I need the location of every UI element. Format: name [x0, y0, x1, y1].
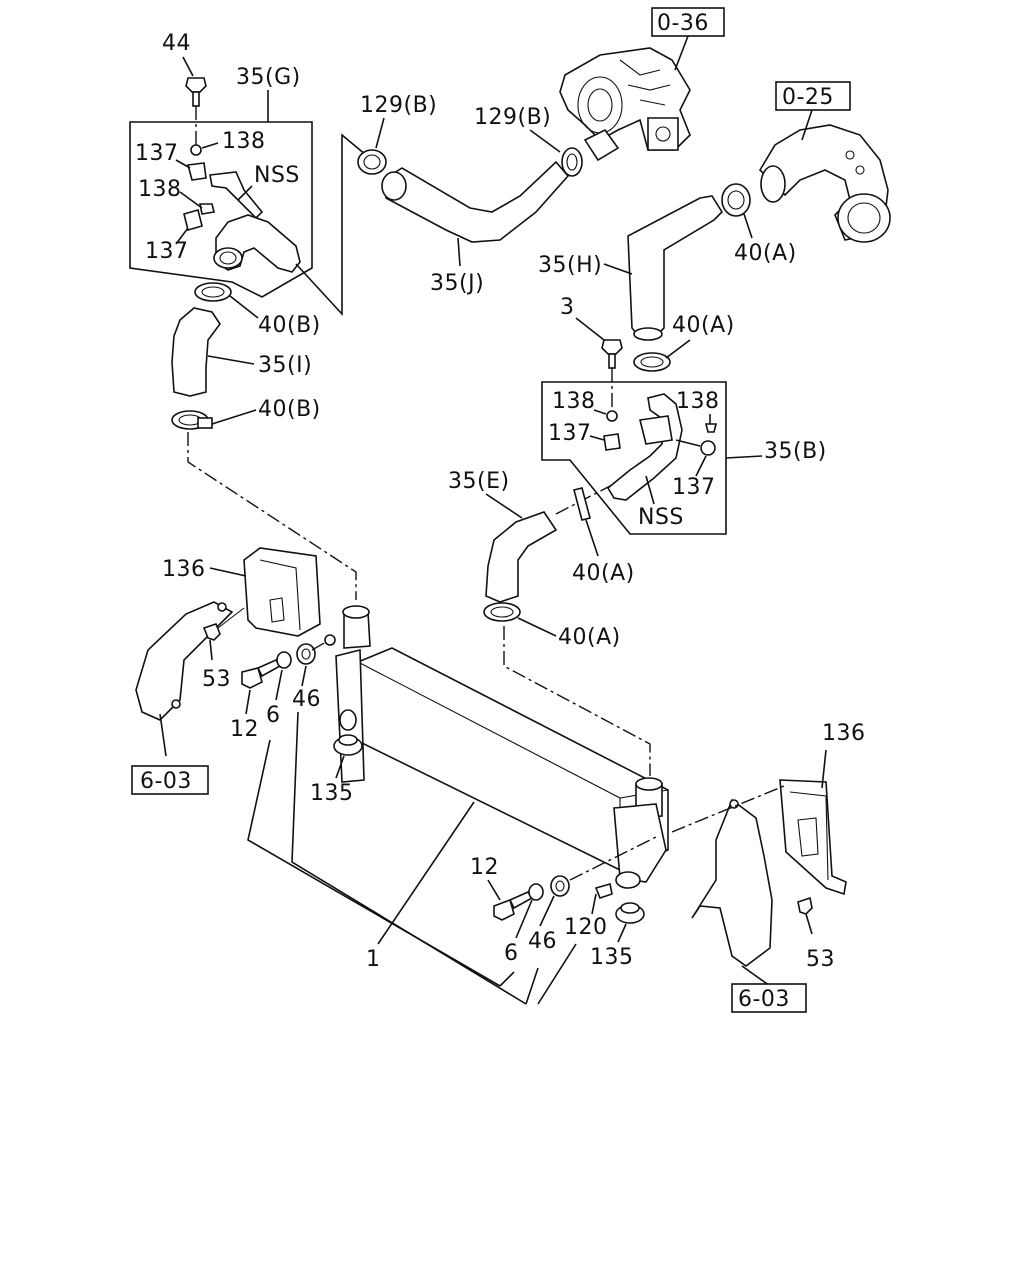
- label-nut-137-a: 137: [135, 141, 179, 166]
- shield-right-drawing: [691, 798, 773, 967]
- ref-turbo: 0-36: [657, 11, 709, 36]
- ref-bracket-right: 6-03: [738, 987, 790, 1012]
- nut-137-b-drawing: [183, 209, 203, 231]
- label-bracket-136-a: 136: [162, 557, 206, 582]
- bolt-12-b-drawing: [493, 890, 534, 921]
- clamp-40a-a-drawing: [721, 183, 751, 217]
- plug-120-drawing: [594, 882, 613, 899]
- clamp-129b-a-drawing: [357, 149, 387, 175]
- box-35b: [541, 381, 727, 535]
- hose-35e-drawing: [485, 511, 558, 603]
- ref-box-bracket-left: [131, 765, 209, 795]
- gasket-138-d-drawing: [704, 423, 718, 433]
- label-washer-6-b: 6: [504, 941, 519, 966]
- label-clamp-40a-c: 40(A): [572, 561, 635, 586]
- label-bolt-44: 44: [162, 31, 191, 56]
- exhaust-elbow-drawing: [758, 124, 891, 243]
- label-gasket-138-c: 138: [552, 389, 596, 414]
- bolt-3-drawing: [601, 339, 623, 369]
- clip-53-b-drawing: [797, 896, 813, 915]
- label-gasket-138-a: 138: [222, 129, 266, 154]
- ref-bracket-left: 6-03: [140, 769, 192, 794]
- hose-35b-elbow-drawing: [606, 393, 683, 501]
- label-gasket-138-b: 138: [138, 177, 182, 202]
- clamp-40a-d-drawing: [483, 602, 521, 622]
- clamp-40a-c-drawing: [573, 487, 591, 521]
- hose-35i-drawing: [171, 307, 221, 397]
- label-clamp-40a-d: 40(A): [558, 625, 621, 650]
- bracket-136-b-drawing: [779, 779, 847, 896]
- ref-box-exhaust: [775, 81, 851, 111]
- ref-box-turbo: [651, 7, 725, 37]
- label-clamp-40b-a: 40(B): [258, 313, 321, 338]
- hose-35j-drawing: [385, 160, 570, 243]
- clamp-40b-a-drawing: [194, 282, 232, 302]
- label-nut-137-d: 137: [672, 475, 716, 500]
- nut-137-a-drawing: [186, 162, 207, 181]
- label-gasket-138-d: 138: [676, 389, 720, 414]
- label-intercooler-1: 1: [366, 947, 381, 972]
- nut-137-c-drawing: [603, 433, 621, 451]
- label-clamp-40a-b: 40(A): [672, 313, 735, 338]
- clamp-40a-b-drawing: [633, 352, 671, 372]
- label-clamp-129b-b: 129(B): [474, 105, 551, 130]
- bolt-12-a-drawing: [241, 658, 282, 689]
- label-clip-53-b: 53: [806, 947, 835, 972]
- label-clamp-40a-a: 40(A): [734, 241, 797, 266]
- bracket-136-a-drawing: [243, 547, 321, 637]
- bolt-44-drawing: [185, 77, 207, 107]
- label-bolt-3: 3: [560, 295, 575, 320]
- gasket-138-b-drawing: [199, 203, 215, 215]
- label-nss-a: NSS: [254, 163, 300, 188]
- ref-exhaust: 0-25: [782, 85, 834, 110]
- bushing-46-a-drawing: [296, 643, 316, 665]
- label-hose-35e: 35(E): [448, 469, 510, 494]
- washer-6-b-drawing: [528, 883, 544, 901]
- label-bushing-46-b: 46: [528, 929, 557, 954]
- label-clamp-129b-a: 129(B): [360, 93, 437, 118]
- shield-left-drawing: [135, 601, 234, 721]
- bushing-46-b-drawing: [550, 875, 570, 897]
- label-nut-137-c: 137: [548, 421, 592, 446]
- turbocharger-drawing: [559, 47, 691, 162]
- ref-box-bracket-right: [731, 983, 807, 1013]
- label-bolt-12-b: 12: [470, 855, 499, 880]
- label-clip-53-a: 53: [202, 667, 231, 692]
- label-plug-120: 120: [564, 915, 608, 940]
- label-hose-35h: 35(H): [538, 253, 602, 278]
- label-clamp-40b-b: 40(B): [258, 397, 321, 422]
- label-nut-137-b: 137: [145, 239, 189, 264]
- label-mount-135-a: 135: [310, 781, 354, 806]
- clip-53-a-drawing: [202, 623, 221, 641]
- label-bushing-46-a: 46: [292, 687, 321, 712]
- nut-137-d-drawing: [700, 440, 716, 456]
- box-35g: [129, 121, 313, 298]
- label-nss-b: NSS: [638, 505, 684, 530]
- label-hose-35i: 35(I): [258, 353, 312, 378]
- label-bracket-136-b: 136: [822, 721, 866, 746]
- label-washer-6-a: 6: [266, 703, 281, 728]
- label-mount-135-b: 135: [590, 945, 634, 970]
- gasket-138-a-drawing: [190, 144, 202, 156]
- label-hose-35g: 35(G): [236, 65, 301, 90]
- label-hose-35j: 35(J): [430, 271, 484, 296]
- label-bolt-12-a: 12: [230, 717, 259, 742]
- label-hose-35b: 35(B): [764, 439, 827, 464]
- clamp-129b-b-drawing: [561, 147, 583, 177]
- gasket-138-c-drawing: [606, 410, 618, 422]
- washer-6-a-drawing: [276, 651, 292, 669]
